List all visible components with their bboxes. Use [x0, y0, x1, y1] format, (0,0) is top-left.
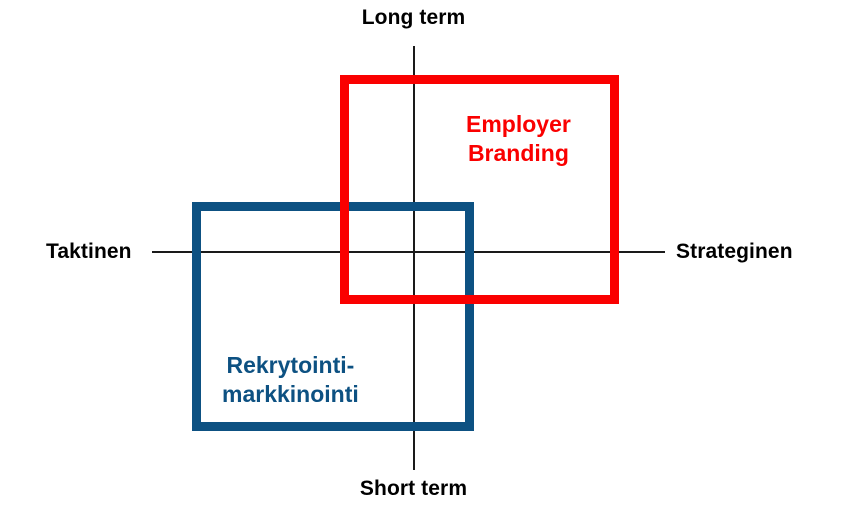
axis-label-taktinen: Taktinen	[46, 240, 132, 263]
rekrytointimarkkinointi-box	[192, 202, 474, 431]
employer-branding-caption: Employer Branding	[466, 110, 571, 168]
rekrytointimarkkinointi-caption-line-1: Rekrytointi-	[226, 352, 355, 378]
axis-label-short-term: Short term	[359, 477, 468, 500]
employer-branding-box	[340, 75, 619, 304]
axis-label-strateginen: Strateginen	[676, 240, 793, 263]
horizontal-axis-line	[152, 251, 665, 253]
vertical-axis-line	[413, 46, 415, 470]
axis-label-long-term: Long term	[361, 6, 466, 29]
employer-branding-caption-line-2: Branding	[467, 140, 569, 167]
employer-branding-caption-line-1: Employer	[466, 111, 571, 137]
rekrytointimarkkinointi-caption: Rekrytointi- markkinointi	[222, 351, 359, 409]
rekrytointimarkkinointi-caption-line-2: markkinointi	[222, 381, 359, 408]
